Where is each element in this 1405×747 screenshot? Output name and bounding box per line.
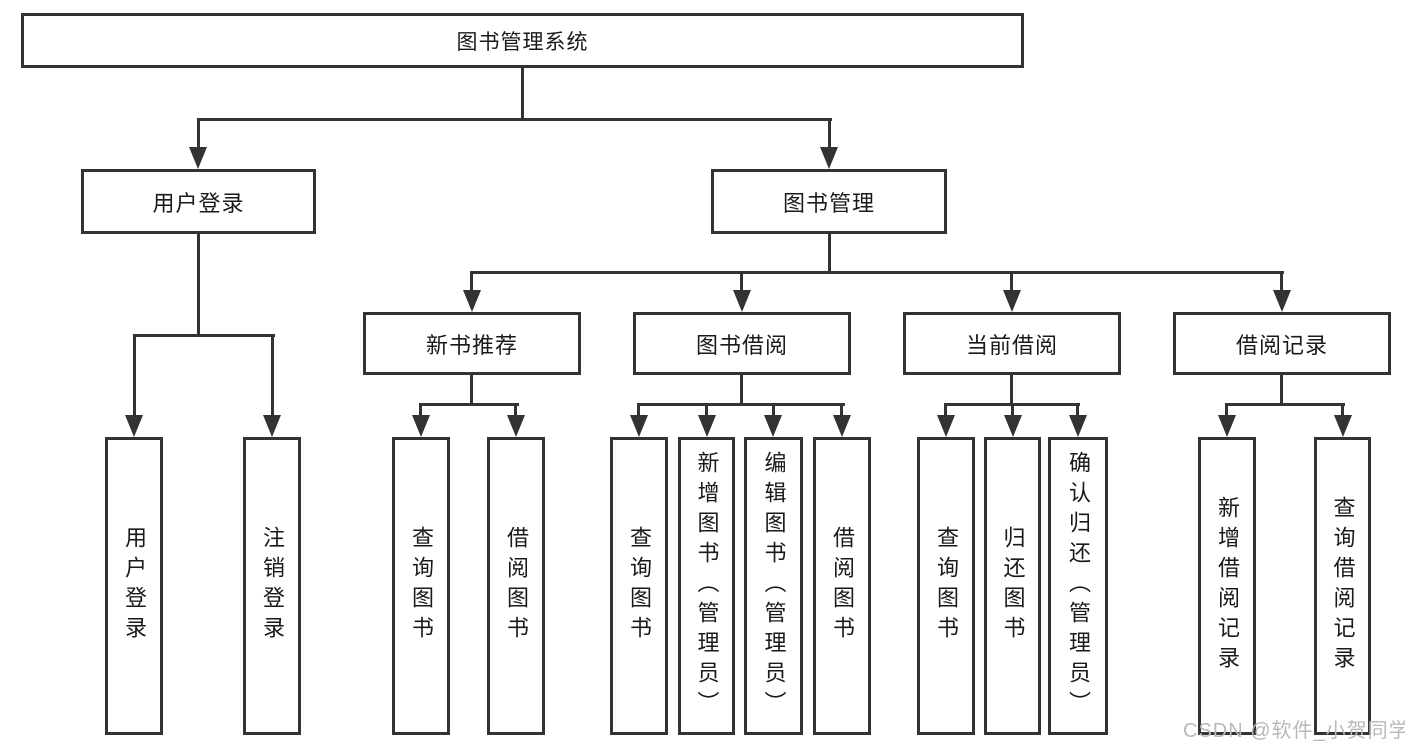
connector-line xyxy=(133,334,136,416)
arrow-down-icon xyxy=(1069,415,1087,437)
node-borrow-records: 借阅记录 xyxy=(1173,312,1391,375)
leaf-query-book-2: 查询图书 xyxy=(610,437,668,735)
node-book-management: 图书管理 xyxy=(711,169,947,234)
arrow-down-icon xyxy=(125,415,143,437)
connector-line xyxy=(1341,403,1344,417)
leaf-edit-book-admin-label: 编辑图书（管理员） xyxy=(761,451,787,721)
connector-line xyxy=(514,403,517,417)
connector-line xyxy=(637,403,640,417)
arrow-down-icon xyxy=(698,415,716,437)
connector-line xyxy=(828,118,831,148)
leaf-query-book-1-label: 查询图书 xyxy=(409,526,434,646)
arrow-down-icon xyxy=(1218,415,1236,437)
connector-line xyxy=(1280,375,1283,406)
connector-line xyxy=(1225,403,1345,406)
connector-line xyxy=(271,334,274,416)
node-book-borrow: 图书借阅 xyxy=(633,312,851,375)
connector-line xyxy=(740,271,743,291)
connector-line xyxy=(840,403,843,417)
connector-line xyxy=(1280,271,1283,291)
leaf-query-borrow-record-label: 查询借阅记录 xyxy=(1330,496,1356,676)
leaf-query-book-3-label: 查询图书 xyxy=(934,526,959,646)
leaf-confirm-return-admin-label: 确认归还（管理员） xyxy=(1066,451,1091,721)
node-current-borrow: 当前借阅 xyxy=(903,312,1121,375)
leaf-add-book-admin: 新增图书（管理员） xyxy=(678,437,735,735)
arrow-down-icon xyxy=(507,415,525,437)
leaf-query-book-1: 查询图书 xyxy=(392,437,450,735)
leaf-query-book-3: 查询图书 xyxy=(917,437,975,735)
node-root-label: 图书管理系统 xyxy=(456,30,589,54)
arrow-down-icon xyxy=(1003,290,1021,312)
leaf-borrow-book-1: 借阅图书 xyxy=(487,437,545,735)
arrow-down-icon xyxy=(833,415,851,437)
connector-line xyxy=(470,271,473,291)
leaf-return-book-label: 归还图书 xyxy=(1000,526,1026,646)
node-new-book-recommend: 新书推荐 xyxy=(363,312,581,375)
connector-line xyxy=(133,334,275,337)
leaf-logout-label: 注销登录 xyxy=(260,526,285,646)
connector-line xyxy=(197,118,832,121)
connector-line xyxy=(828,234,831,274)
arrow-down-icon xyxy=(937,415,955,437)
leaf-add-book-admin-label: 新增图书（管理员） xyxy=(694,451,720,721)
leaf-borrow-book-1-label: 借阅图书 xyxy=(504,526,529,646)
connector-line xyxy=(197,118,200,148)
arrow-down-icon xyxy=(1004,415,1022,437)
connector-line xyxy=(470,375,473,406)
arrow-down-icon xyxy=(764,415,782,437)
node-user-login: 用户登录 xyxy=(81,169,316,234)
connector-line xyxy=(1010,271,1013,291)
arrow-down-icon xyxy=(263,415,281,437)
node-root: 图书管理系统 xyxy=(21,13,1024,68)
node-new-book-recommend-label: 新书推荐 xyxy=(425,332,518,358)
connector-line xyxy=(705,403,708,417)
connector-line xyxy=(419,403,519,406)
arrow-down-icon xyxy=(630,415,648,437)
connector-line xyxy=(521,68,524,121)
connector-line xyxy=(197,234,200,336)
leaf-edit-book-admin: 编辑图书（管理员） xyxy=(744,437,803,735)
leaf-confirm-return-admin: 确认归还（管理员） xyxy=(1048,437,1108,735)
connector-line xyxy=(1076,403,1079,417)
leaf-return-book: 归还图书 xyxy=(984,437,1041,735)
connector-line xyxy=(944,403,947,417)
leaf-add-borrow-record: 新增借阅记录 xyxy=(1198,437,1256,735)
leaf-query-borrow-record: 查询借阅记录 xyxy=(1314,437,1371,735)
leaf-borrow-book-2: 借阅图书 xyxy=(813,437,871,735)
node-user-login-label: 用户登录 xyxy=(152,190,245,216)
connector-line xyxy=(1010,375,1013,406)
node-current-borrow-label: 当前借阅 xyxy=(965,332,1058,358)
connector-line xyxy=(772,403,775,417)
connector-line xyxy=(1225,403,1228,417)
leaf-borrow-book-2-label: 借阅图书 xyxy=(830,526,855,646)
connector-line xyxy=(637,403,845,406)
node-borrow-records-label: 借阅记录 xyxy=(1235,332,1328,358)
connector-line xyxy=(419,403,422,417)
arrow-down-icon xyxy=(189,147,207,169)
node-book-management-label: 图书管理 xyxy=(782,190,875,216)
leaf-query-book-2-label: 查询图书 xyxy=(627,526,652,646)
arrow-down-icon xyxy=(1334,415,1352,437)
leaf-logout: 注销登录 xyxy=(243,437,301,735)
leaf-user-login: 用户登录 xyxy=(105,437,163,735)
csdn-watermark: CSDN @软件_小贺同学 xyxy=(1183,720,1405,742)
connector-line xyxy=(1011,403,1014,417)
arrow-down-icon xyxy=(412,415,430,437)
connector-line xyxy=(740,375,743,406)
node-book-borrow-label: 图书借阅 xyxy=(695,332,788,358)
leaf-add-borrow-record-label: 新增借阅记录 xyxy=(1215,496,1240,676)
arrow-down-icon xyxy=(1273,290,1291,312)
arrow-down-icon xyxy=(463,290,481,312)
arrow-down-icon xyxy=(820,147,838,169)
connector-line xyxy=(470,271,1284,274)
leaf-user-login-label: 用户登录 xyxy=(122,526,147,646)
arrow-down-icon xyxy=(733,290,751,312)
